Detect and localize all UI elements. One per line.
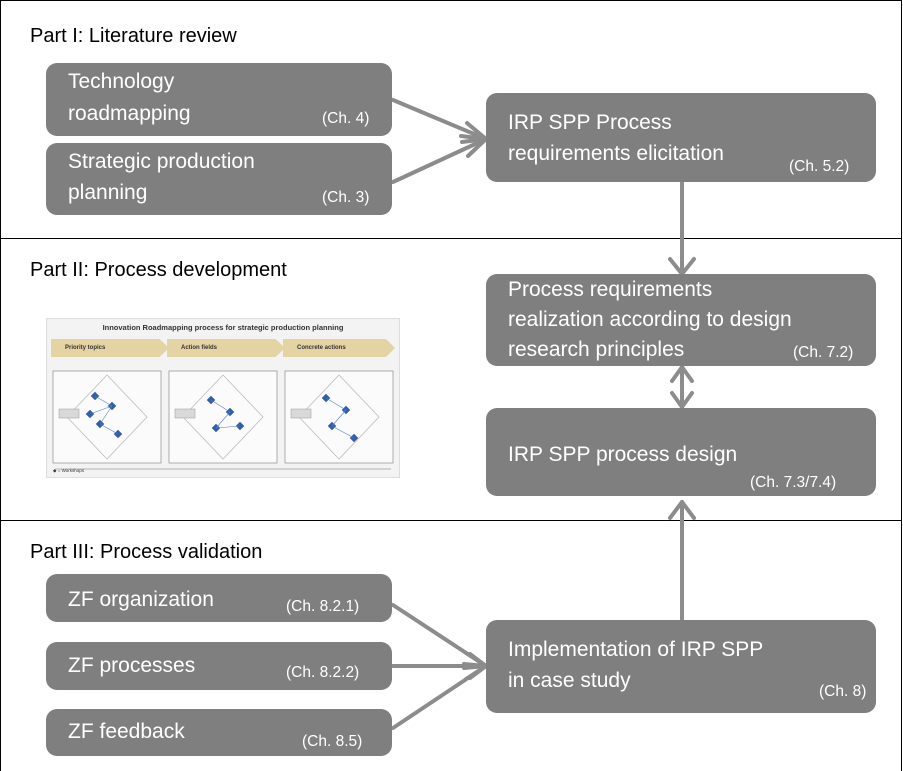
phase-chevron: Action fields — [167, 339, 285, 357]
box-zf-feedback: ZF feedback (Ch. 8.5) — [46, 709, 392, 756]
section-title: Part III: Process validation — [30, 541, 263, 563]
arrow-strategic-to-elicitation — [391, 137, 488, 184]
chapter-ref: (Ch. 3) — [322, 189, 370, 206]
thumbnail-title: Innovation Roadmapping process for strat… — [102, 323, 344, 332]
chapter-ref: (Ch. 5.2) — [789, 158, 850, 175]
thumbnail-graphic — [52, 370, 394, 470]
chapter-ref: (Ch. 7.2) — [793, 344, 854, 361]
chapter-ref: (Ch. 4) — [322, 110, 370, 127]
phase-chevron: Priority topics — [51, 339, 169, 357]
section-title: Part II: Process development — [30, 259, 287, 281]
chapter-ref: (Ch. 8) — [819, 683, 867, 700]
process-figure-thumbnail: Innovation Roadmapping process for strat… — [46, 318, 400, 478]
section-title: Part I: Literature review — [30, 25, 237, 47]
chapter-ref: (Ch. 7.3/7.4) — [750, 474, 837, 491]
box-implementation-case-study: Implementation of IRP SPP in case study … — [486, 620, 876, 713]
phase-chevron: Concrete actions — [283, 339, 395, 357]
chapter-ref: (Ch. 8.5) — [302, 733, 363, 750]
box-requirements-realization: Process requirements realization accordi… — [486, 274, 876, 366]
arrow-tech-to-elicitation — [391, 98, 488, 141]
box-zf-processes: ZF processes (Ch. 8.2.2) — [46, 642, 392, 690]
chapter-ref: (Ch. 8.2.2) — [286, 664, 360, 681]
box-process-design: IRP SPP process design (Ch. 7.3/7.4) — [486, 408, 876, 496]
box-technology-roadmapping: Technology roadmapping (Ch. 4) — [46, 63, 392, 136]
box-requirements-elicitation: IRP SPP Process requirements elicitation… — [486, 93, 876, 182]
thumbnail-legend: ◆ = Workshops — [53, 468, 85, 473]
box-strategic-production-planning: Strategic production planning (Ch. 3) — [46, 143, 392, 215]
chapter-ref: (Ch. 8.2.1) — [286, 598, 360, 615]
box-zf-organization: ZF organization (Ch. 8.2.1) — [46, 574, 392, 622]
section-process-validation: Part III: Process validation — [0, 520, 902, 771]
